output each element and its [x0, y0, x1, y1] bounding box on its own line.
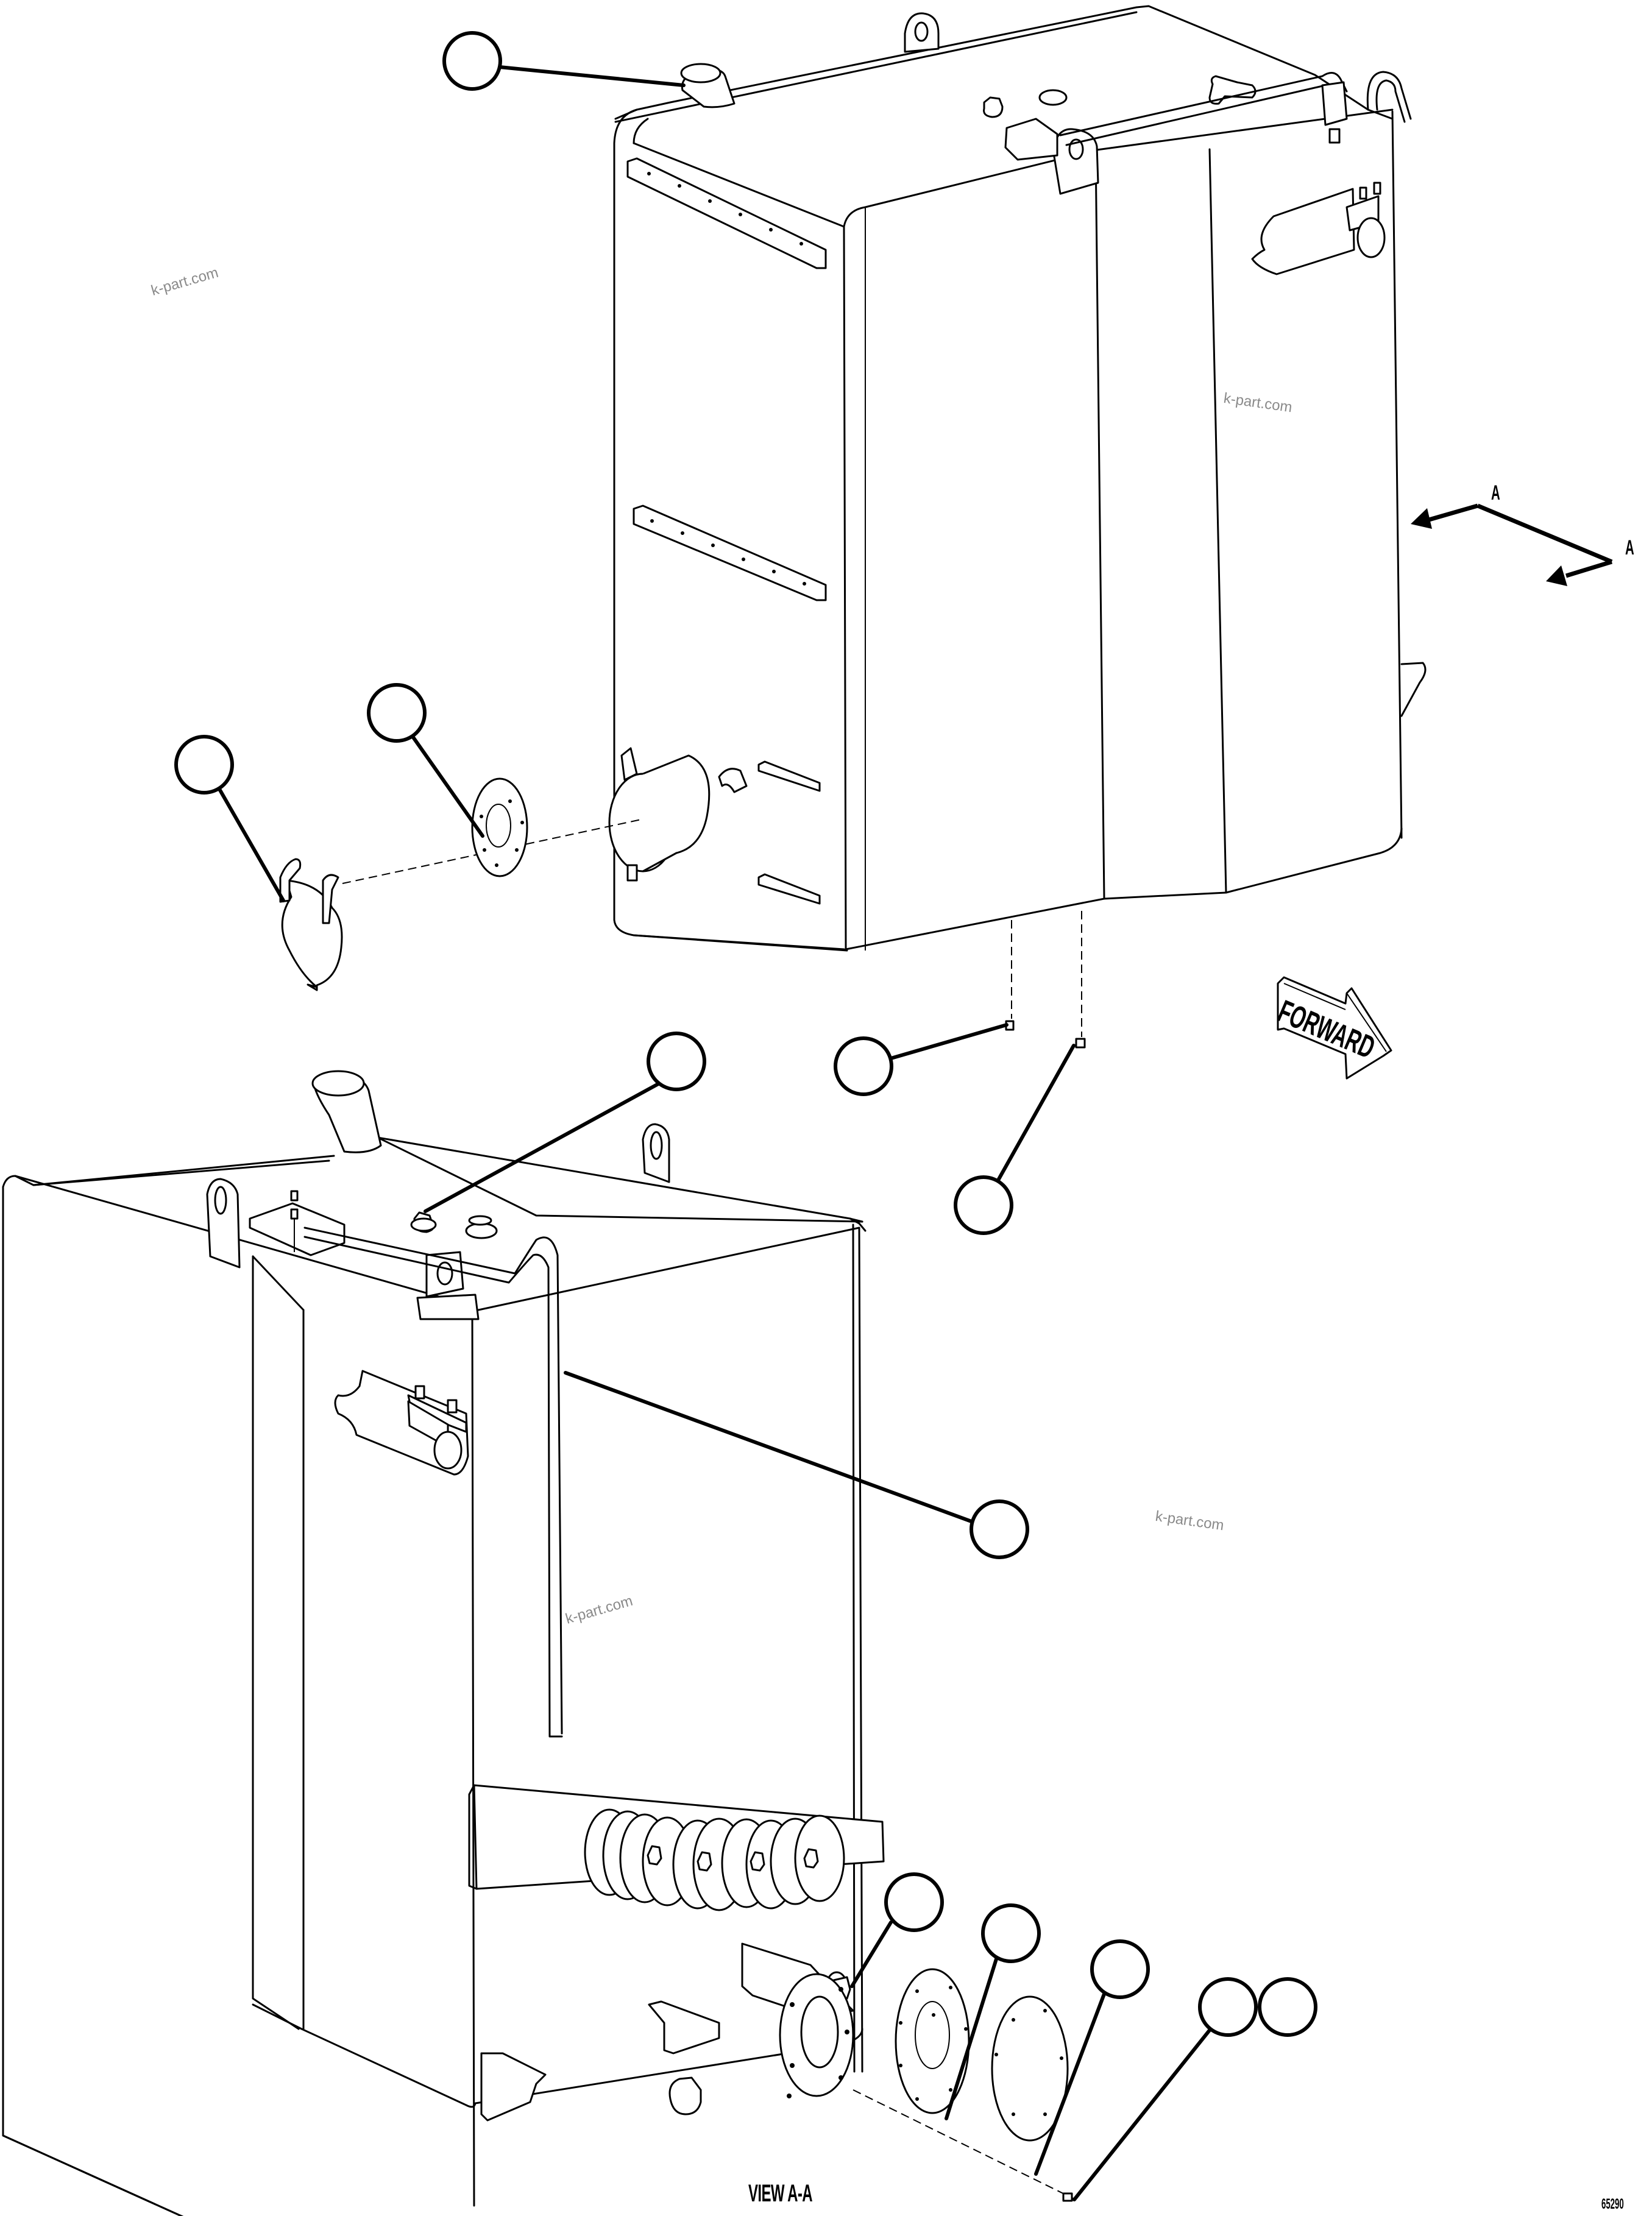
section-arrow-head-icon [1546, 565, 1567, 586]
figure-id: 65290 [1601, 2196, 1624, 2212]
callout-balloon-2[interactable] [174, 735, 234, 795]
lower-cover-plate-part [991, 1995, 1069, 2142]
view-caption: VIEW A-A [748, 2180, 813, 2207]
assembly-line-lower [853, 2089, 1076, 2200]
cleanout-flange [779, 1973, 854, 2098]
sight-gauge-rings [584, 1808, 845, 1911]
upper-hydraulic-tank [608, 5, 1427, 952]
callout-balloon-5[interactable] [647, 1032, 706, 1091]
callout-balloon-1[interactable] [442, 31, 502, 91]
callout-balloon-7[interactable] [970, 1499, 1029, 1559]
callout-balloon-8[interactable] [884, 1872, 944, 1932]
lower-gasket-part [895, 1968, 970, 2114]
callout-balloon-4[interactable] [834, 1036, 893, 1096]
callout-balloon-10[interactable] [1090, 1939, 1150, 1999]
plug-part [1075, 1038, 1086, 1049]
callout-balloon-11[interactable] [1198, 1977, 1258, 2037]
callout-balloon-12[interactable] [1258, 1977, 1317, 2037]
lower-hydraulic-tank-view-aa [2, 1070, 885, 2216]
access-cover-part [279, 858, 343, 991]
callouts [174, 31, 1317, 2201]
bolt-part [1062, 2192, 1073, 2202]
sight-gauge-strap [468, 1784, 885, 1911]
gasket-part [471, 777, 528, 877]
filler-neck [680, 63, 736, 108]
section-marker-a-2: A [1625, 536, 1634, 559]
section-marker-a-1: A [1491, 481, 1500, 504]
section-cut-arrows [1411, 503, 1613, 586]
callout-balloon-9[interactable] [981, 1903, 1041, 1963]
section-arrow-head-icon [1411, 508, 1432, 529]
suction-strainer-housing [608, 747, 748, 882]
callout-balloon-6[interactable] [954, 1175, 1013, 1235]
forward-arrow-icon [1277, 976, 1392, 1080]
callout-balloon-3[interactable] [367, 683, 427, 743]
